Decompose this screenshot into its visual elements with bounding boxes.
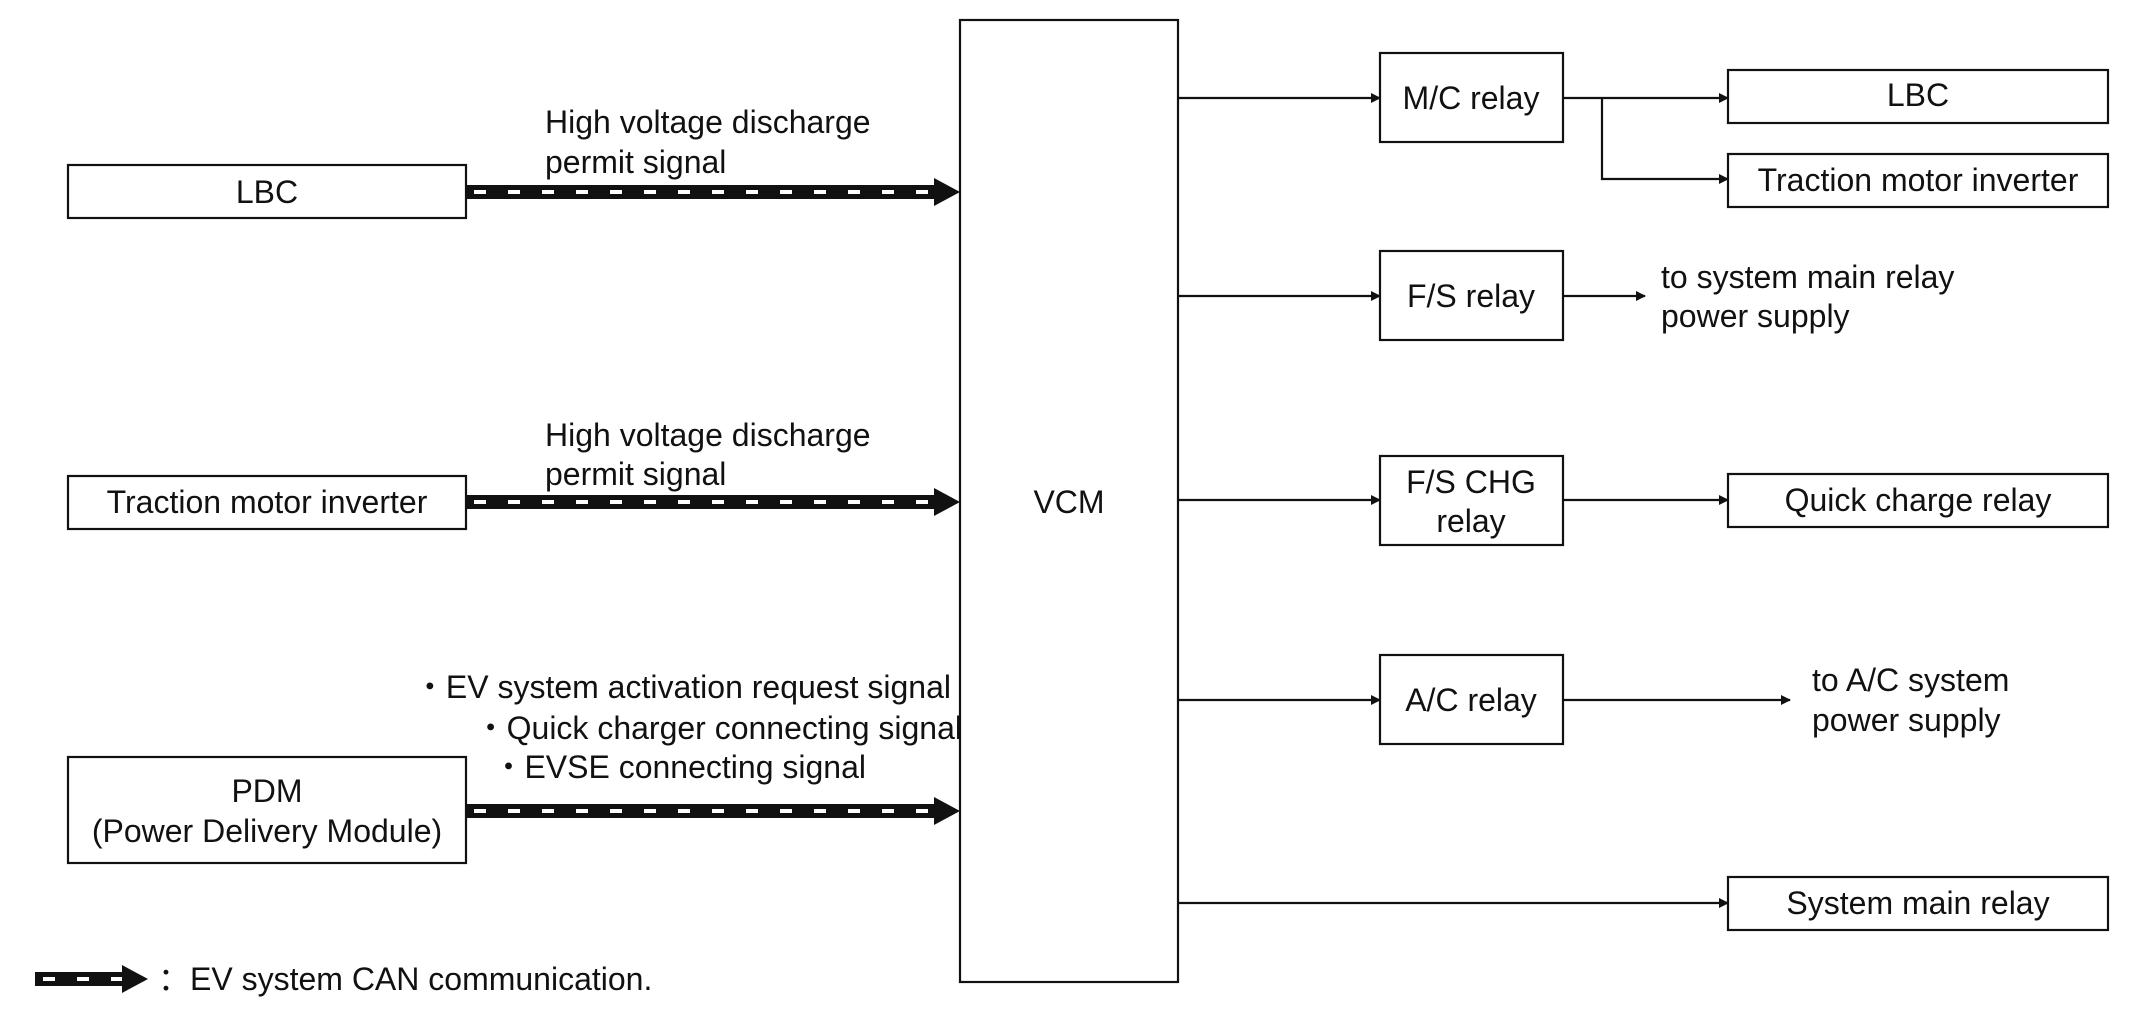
fs-relay-target-line-1: to system main relay bbox=[1661, 259, 1954, 295]
ac-relay-label: A/C relay bbox=[1405, 682, 1537, 718]
fs-relay-label: F/S relay bbox=[1407, 278, 1535, 314]
input-lbc-block: LBC bbox=[66, 163, 468, 220]
can-link-traction-motor-inverter bbox=[466, 488, 960, 516]
vcm-block: VCM bbox=[958, 18, 1180, 984]
can-link-pdm bbox=[466, 797, 960, 825]
input-pdm-block: PDM (Power Delivery Module) bbox=[66, 755, 468, 865]
mc-relay-label: M/C relay bbox=[1403, 80, 1540, 116]
pdm-signal-line-1: ・EV system activation request signal bbox=[414, 669, 951, 705]
vcm-label: VCM bbox=[1033, 484, 1104, 520]
fs-chg-relay-block: F/S CHG relay bbox=[1378, 454, 1565, 547]
output-traction-motor-inverter-label: Traction motor inverter bbox=[1758, 162, 2079, 198]
ac-relay-block: A/C relay bbox=[1378, 653, 1565, 746]
lbc-signal-line-1: High voltage discharge bbox=[545, 104, 871, 140]
ac-relay-target-line-1: to A/C system bbox=[1812, 662, 2009, 698]
legend-text: ：EV system CAN communication. bbox=[158, 961, 652, 997]
output-lbc-label: LBC bbox=[1887, 77, 1949, 113]
input-pdm-label-line-2: (Power Delivery Module) bbox=[92, 813, 442, 849]
input-lbc-label: LBC bbox=[236, 174, 298, 210]
inverter-signal-line-1: High voltage discharge bbox=[545, 417, 871, 453]
pdm-signal-line-2: ・Quick charger connecting signal bbox=[475, 710, 962, 746]
output-traction-motor-inverter-block: Traction motor inverter bbox=[1726, 152, 2110, 209]
fs-chg-relay-label-line-1: F/S CHG bbox=[1406, 464, 1536, 500]
system-main-relay-block: System main relay bbox=[1726, 875, 2110, 932]
pdm-signal-line-3: ・EVSE connecting signal bbox=[492, 749, 866, 785]
mc-relay-block: M/C relay bbox=[1378, 51, 1565, 144]
input-traction-motor-inverter-label: Traction motor inverter bbox=[107, 484, 428, 520]
legend: ：EV system CAN communication. bbox=[35, 961, 652, 997]
lbc-signal-line-2: permit signal bbox=[545, 144, 726, 180]
fs-chg-relay-label-line-2: relay bbox=[1436, 503, 1505, 539]
fs-relay-target-line-2: power supply bbox=[1661, 298, 1850, 334]
quick-charge-relay-block: Quick charge relay bbox=[1726, 472, 2110, 529]
input-traction-motor-inverter-block: Traction motor inverter bbox=[66, 474, 468, 531]
inverter-signal-line-2: permit signal bbox=[545, 456, 726, 492]
system-main-relay-label: System main relay bbox=[1786, 885, 2049, 921]
input-pdm-label-line-1: PDM bbox=[231, 773, 302, 809]
wire-mc-relay-to-inverter bbox=[1600, 98, 1729, 184]
ac-relay-target-line-2: power supply bbox=[1812, 702, 2001, 738]
output-lbc-block: LBC bbox=[1726, 68, 2110, 125]
can-link-lbc bbox=[466, 178, 960, 206]
legend-can-arrow-icon bbox=[35, 965, 148, 993]
quick-charge-relay-label: Quick charge relay bbox=[1785, 482, 2052, 518]
fs-relay-block: F/S relay bbox=[1378, 249, 1565, 342]
